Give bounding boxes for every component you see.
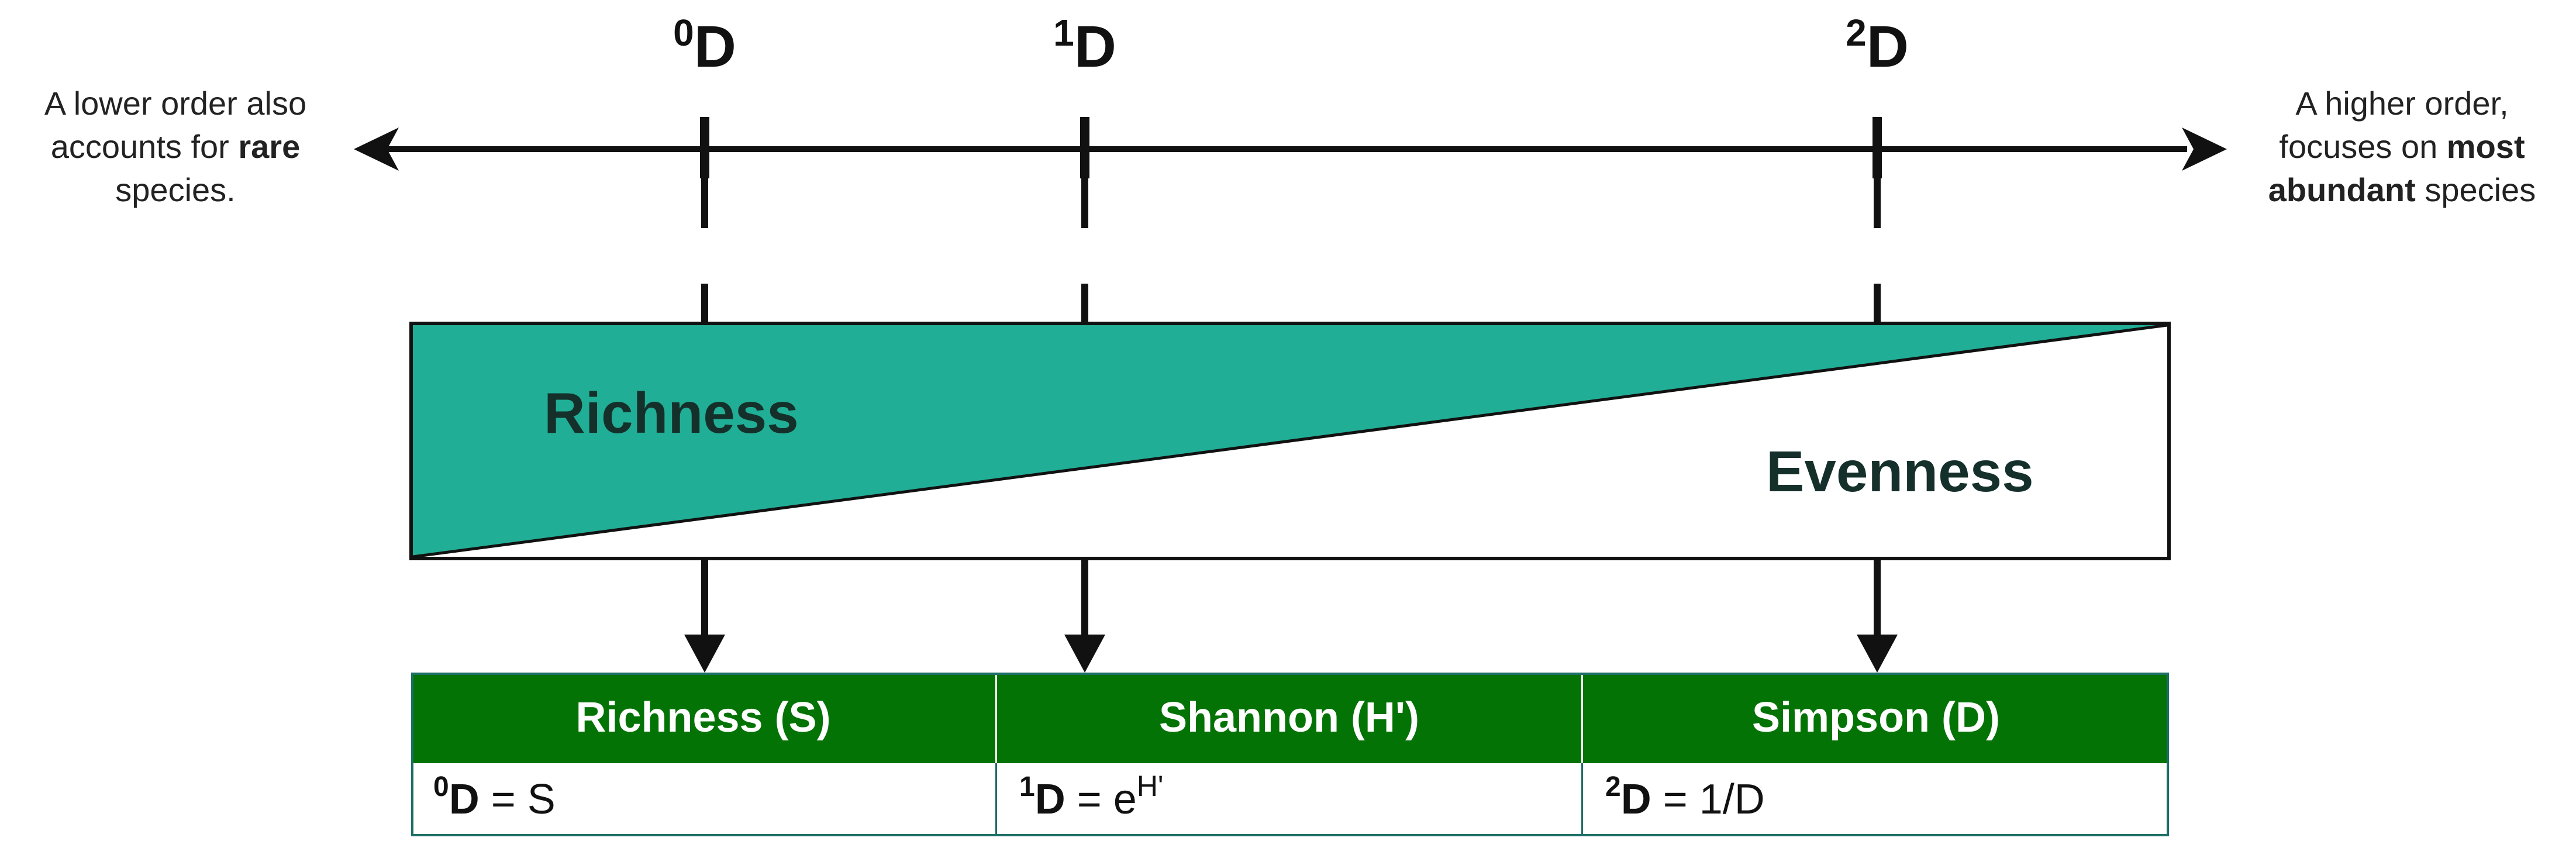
higher-order-note-text-2: species <box>2415 171 2536 208</box>
order-label-1D-superscript: 1 <box>1053 12 1074 54</box>
higher-order-note: A higher order, focuses on most abundant… <box>2228 82 2576 212</box>
down-arrow-0D-head <box>684 635 725 673</box>
formula-shannon-letter: D <box>1034 776 1065 823</box>
order-label-0D-letter: D <box>694 14 736 80</box>
axis-right-arrowhead <box>2182 127 2227 171</box>
formula-shannon: 1D = eH' <box>997 763 1583 836</box>
down-arrow-2D-head <box>1857 635 1898 673</box>
higher-order-note-line3: abundant species <box>2228 168 2576 212</box>
higher-order-note-text: focuses on <box>2279 128 2447 165</box>
dashed-connectors <box>701 178 1881 322</box>
formula-simpson-equation: = 1/D <box>1651 776 1765 823</box>
header-simpson: Simpson (D) <box>1583 673 2169 763</box>
formula-simpson: 2D = 1/D <box>1583 763 2169 836</box>
header-shannon: Shannon (H') <box>997 673 1583 763</box>
diversity-index-table: Richness (S) Shannon (H') Simpson (D) 0D… <box>411 673 2169 836</box>
higher-order-note-line2: focuses on most <box>2228 125 2576 168</box>
wedge-diagonal <box>412 323 2168 559</box>
formula-richness-order: 0 <box>433 771 449 802</box>
lower-order-note-line2: accounts for rare <box>0 125 351 168</box>
order-label-0D-superscript: 0 <box>673 12 694 54</box>
lower-order-note-bold: rare <box>238 128 301 165</box>
formula-shannon-equation: = e <box>1065 776 1137 823</box>
lower-order-note: A lower order also accounts for rare spe… <box>0 82 351 212</box>
formula-shannon-exponent: H' <box>1136 770 1164 802</box>
axis-left-arrowhead <box>354 127 399 171</box>
formula-shannon-order: 1 <box>1019 771 1035 802</box>
evenness-label: Evenness <box>1766 439 2034 504</box>
formula-simpson-order: 2 <box>1605 771 1621 802</box>
lower-order-note-text: accounts for <box>50 128 239 165</box>
order-label-0D: 0D <box>640 6 769 95</box>
higher-order-note-line1: A higher order, <box>2295 85 2509 122</box>
order-label-1D: 1D <box>1020 6 1149 95</box>
lower-order-note-line3: species. <box>115 171 236 208</box>
header-richness: Richness (S) <box>411 673 997 763</box>
higher-order-note-bold: most <box>2446 128 2525 165</box>
higher-order-note-bold-2: abundant <box>2268 171 2416 208</box>
order-label-2D: 2D <box>1813 6 1942 95</box>
order-label-2D-superscript: 2 <box>1846 12 1867 54</box>
order-label-2D-letter: D <box>1866 14 1909 80</box>
order-label-1D-letter: D <box>1074 14 1116 80</box>
formula-richness-letter: D <box>449 776 480 823</box>
richness-label: Richness <box>544 381 799 445</box>
down-arrow-1D-head <box>1064 635 1105 673</box>
formula-richness: 0D = S <box>411 763 997 836</box>
formula-richness-equation: = S <box>479 776 556 823</box>
lower-order-note-line1: A lower order also <box>44 85 307 122</box>
formula-simpson-letter: D <box>1620 776 1651 823</box>
